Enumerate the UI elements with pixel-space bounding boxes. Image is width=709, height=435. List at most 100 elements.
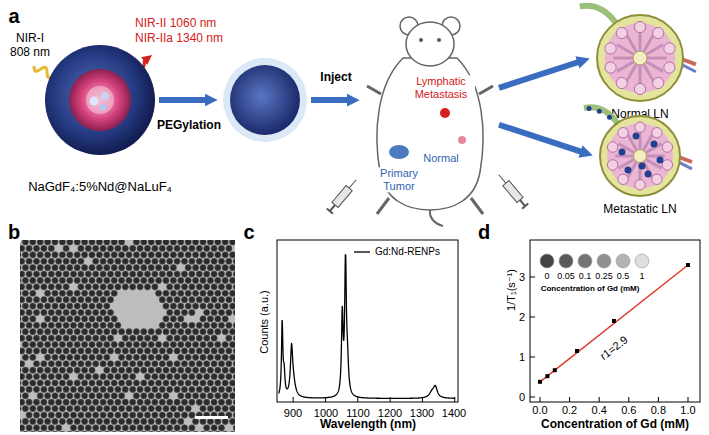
- tem-image: [181, 335, 187, 341]
- tem-image: [52, 431, 58, 432]
- panel-letter: c: [242, 221, 255, 244]
- tem-image: [74, 418, 80, 424]
- tem-image: [63, 284, 69, 290]
- axis-ticks: [530, 277, 535, 278]
- tem-image: [218, 361, 224, 367]
- tem-image: [67, 252, 73, 258]
- tem-image: [126, 380, 132, 386]
- tem-image: [78, 335, 84, 341]
- tem-image: [104, 418, 110, 424]
- tem-image: [152, 386, 158, 392]
- tem-image: [211, 322, 217, 328]
- tem-image: [181, 425, 187, 431]
- tem-image: [52, 316, 58, 322]
- lymph-node-shape: [619, 149, 626, 156]
- tem-image: [67, 393, 73, 399]
- tem-image: [233, 297, 235, 303]
- tem-image: [122, 348, 128, 354]
- tem-image: [222, 380, 228, 386]
- data-points: [538, 263, 690, 384]
- tem-image: [70, 348, 76, 354]
- tem-image: [233, 386, 235, 392]
- tem-image: [163, 303, 169, 309]
- tem-image: [215, 367, 221, 373]
- tem-image: [230, 341, 236, 347]
- tem-image: [174, 284, 180, 290]
- tem-image: [100, 361, 106, 367]
- tem-image: [22, 252, 28, 258]
- tem-image: [159, 373, 165, 379]
- tem-image: [137, 245, 143, 251]
- phantom-inset: [597, 254, 611, 268]
- tem-image: [174, 361, 180, 367]
- tem-image: [122, 284, 128, 290]
- tem-image: [100, 309, 106, 315]
- tem-image: [122, 412, 128, 418]
- tem-image: [74, 367, 80, 373]
- inset-label: 1: [638, 271, 645, 281]
- tem-image: [137, 386, 143, 392]
- tem-image: [45, 341, 51, 347]
- lymph-node-shape: [605, 62, 616, 73]
- tem-image: [20, 367, 21, 373]
- tem-image: [52, 290, 58, 296]
- tem-image: [163, 406, 169, 412]
- tem-image: [222, 290, 228, 296]
- tem-image: [104, 431, 110, 432]
- tem-image: [233, 284, 235, 290]
- tem-image: [189, 335, 195, 341]
- node-label: Lymphatic Metastasis: [407, 75, 475, 100]
- tem-image: [107, 258, 113, 264]
- nanoparticle-shape: [45, 45, 155, 155]
- tem-image: [141, 406, 147, 412]
- tem-image: [141, 354, 147, 360]
- tem-image: [22, 393, 28, 399]
- tem-image: [48, 335, 54, 341]
- tem-image: [226, 386, 232, 392]
- tem-image: [204, 297, 210, 303]
- tem-image: [30, 418, 36, 424]
- tem-image: [20, 348, 25, 354]
- tem-image: [148, 329, 154, 335]
- tem-image: [20, 361, 25, 367]
- tem-image: [30, 303, 36, 309]
- lymph-node-shape: [651, 141, 658, 148]
- lymph-node-shape: [607, 160, 617, 170]
- tem-image: [215, 418, 221, 424]
- tem-image: [193, 303, 199, 309]
- tem-image: [167, 245, 173, 251]
- tem-image: [82, 393, 88, 399]
- lymph-node-shape: [625, 167, 632, 174]
- tem-image: [207, 277, 213, 283]
- tem-image: [20, 258, 25, 264]
- axis-ticks: [569, 397, 570, 402]
- tem-image: [111, 431, 117, 432]
- data-points: [575, 349, 579, 353]
- tem-image: [189, 361, 195, 367]
- tem-image: [163, 316, 169, 322]
- tem-image: [48, 412, 54, 418]
- tem-image: [74, 277, 80, 283]
- tem-image: [189, 348, 195, 354]
- tem-image: [85, 399, 91, 405]
- tem-image: [82, 290, 88, 296]
- tem-image: [178, 367, 184, 373]
- tem-image: [226, 258, 232, 264]
- tem-image: [63, 412, 69, 418]
- tem-image: [204, 258, 210, 264]
- tem-image: [89, 354, 95, 360]
- tem-image: [119, 329, 125, 335]
- tem-image: [133, 431, 139, 432]
- tem-image: [33, 322, 39, 328]
- tem-image: [104, 290, 110, 296]
- tem-image: [233, 271, 235, 277]
- tem-image: [96, 290, 102, 296]
- data-points: [612, 319, 616, 323]
- tem-image: [56, 297, 62, 303]
- tem-image: [45, 290, 51, 296]
- tem-image: [100, 386, 106, 392]
- tem-image: [226, 322, 232, 328]
- tem-image: [156, 252, 162, 258]
- tem-image: [63, 361, 69, 367]
- tem-image: [193, 380, 199, 386]
